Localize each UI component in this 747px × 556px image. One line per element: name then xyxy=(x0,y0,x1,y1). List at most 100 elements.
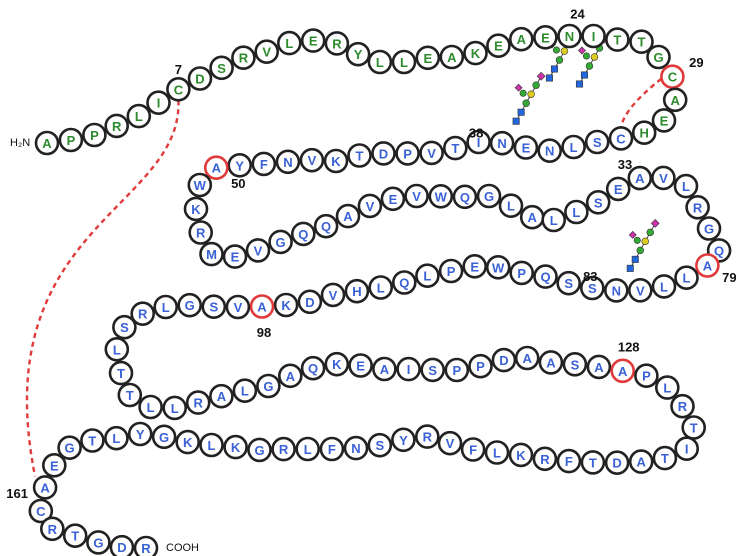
residue-51: W xyxy=(189,174,211,196)
residue-50: A xyxy=(205,157,227,179)
residue-letter: Y xyxy=(235,158,244,173)
residue-45: K xyxy=(325,150,347,172)
residue-letter: K xyxy=(281,298,291,313)
residue-letter: C xyxy=(616,131,626,146)
residue-47: N xyxy=(277,151,299,173)
residue-104: S xyxy=(113,316,135,338)
residue-letter: T xyxy=(690,421,698,436)
residue-letter: L xyxy=(663,381,671,396)
residue-143: V xyxy=(439,432,461,454)
residue-121: P xyxy=(446,359,468,381)
residue-24: N xyxy=(559,25,581,47)
residue-letter: P xyxy=(447,264,456,279)
residue-154: K xyxy=(177,431,199,453)
residue-letter: Q xyxy=(714,243,724,258)
position-label-38: 38 xyxy=(469,126,483,141)
residue-7: C xyxy=(167,78,189,100)
residue-2: P xyxy=(60,129,82,151)
residue-145: Y xyxy=(392,429,414,451)
residue-letter: G xyxy=(484,189,494,204)
residue-letter: S xyxy=(375,438,384,453)
residue-55: E xyxy=(224,246,246,268)
residue-160: E xyxy=(43,454,65,476)
residue-letter: R xyxy=(423,430,433,445)
residue-66: G xyxy=(478,185,500,207)
residue-21: E xyxy=(487,35,509,57)
residue-letter: V xyxy=(427,146,436,161)
residue-letter: E xyxy=(660,113,669,128)
residue-letter: T xyxy=(451,141,459,156)
residue-letter: D xyxy=(499,353,508,368)
residue-14: R xyxy=(326,32,348,54)
residue-36: N xyxy=(539,140,561,162)
residue-77: G xyxy=(698,218,720,240)
residue-letter: A xyxy=(40,480,50,495)
residue-92: Q xyxy=(393,272,415,294)
residue-letter: V xyxy=(308,153,317,168)
residue-letter: R xyxy=(194,396,204,411)
residue-156: Y xyxy=(129,423,151,445)
residue-44: T xyxy=(349,145,371,167)
residue-letter: F xyxy=(328,442,336,457)
residue-88: W xyxy=(487,256,509,278)
residue-124: A xyxy=(516,347,538,369)
residue-letter: P xyxy=(452,363,461,378)
residue-89: E xyxy=(464,255,486,277)
residue-letter: S xyxy=(209,300,218,315)
residue-52: K xyxy=(185,198,207,220)
residue-33: C xyxy=(610,127,632,149)
residue-letter: A xyxy=(637,455,647,470)
residue-23: E xyxy=(534,26,556,48)
residue-111: A xyxy=(210,385,232,407)
residue-letter: P xyxy=(517,266,526,281)
residue-letter: A xyxy=(217,389,227,404)
residue-letter: D xyxy=(305,295,314,310)
residue-letter: Y xyxy=(136,427,145,442)
residue-letter: L xyxy=(572,205,580,220)
residue-115: Q xyxy=(302,357,324,379)
residue-letter: L xyxy=(241,384,249,399)
residue-letter: L xyxy=(400,55,408,70)
residue-letter: I xyxy=(157,96,161,111)
residue-letter: G xyxy=(185,298,195,313)
residue-32: H xyxy=(633,122,655,144)
residue-153: L xyxy=(201,434,223,456)
residue-letter: R xyxy=(678,399,688,414)
residue-58: Q xyxy=(292,223,314,245)
residue-letter: Y xyxy=(399,433,408,448)
residue-letter: E xyxy=(389,192,398,207)
residue-letter: K xyxy=(471,46,481,61)
n-terminus-label: H₂N xyxy=(10,137,30,149)
residue-8: D xyxy=(189,68,211,90)
residue-61: V xyxy=(359,195,381,217)
residue-85: S xyxy=(558,272,580,294)
residue-letter: K xyxy=(183,435,193,450)
residue-106: T xyxy=(110,362,132,384)
residue-letter: V xyxy=(234,300,243,315)
residue-letter: D xyxy=(379,146,388,161)
position-label-79: 79 xyxy=(722,270,736,285)
position-label-128: 128 xyxy=(618,339,640,354)
residue-letter: R xyxy=(332,36,342,51)
residue-letter: Q xyxy=(321,219,331,234)
residue-letter: S xyxy=(571,357,580,372)
residue-87: P xyxy=(511,262,533,284)
residue-118: A xyxy=(373,358,395,380)
residue-30: A xyxy=(664,89,686,111)
residue-62: E xyxy=(382,188,404,210)
residue-letter: N xyxy=(351,441,360,456)
residue-90: P xyxy=(440,260,462,282)
residue-letter: R xyxy=(112,119,122,134)
residue-letter: K xyxy=(231,440,241,455)
residue-167: R xyxy=(135,537,157,556)
residue-letter: F xyxy=(565,454,573,469)
residue-109: L xyxy=(164,397,186,419)
residue-letter: W xyxy=(492,260,505,275)
residue-letter: P xyxy=(642,369,651,384)
residue-82: V xyxy=(629,279,651,301)
residue-letter: V xyxy=(329,288,338,303)
residue-letter: L xyxy=(113,342,121,357)
residue-letter: D xyxy=(612,456,621,471)
residue-80: L xyxy=(676,267,698,289)
